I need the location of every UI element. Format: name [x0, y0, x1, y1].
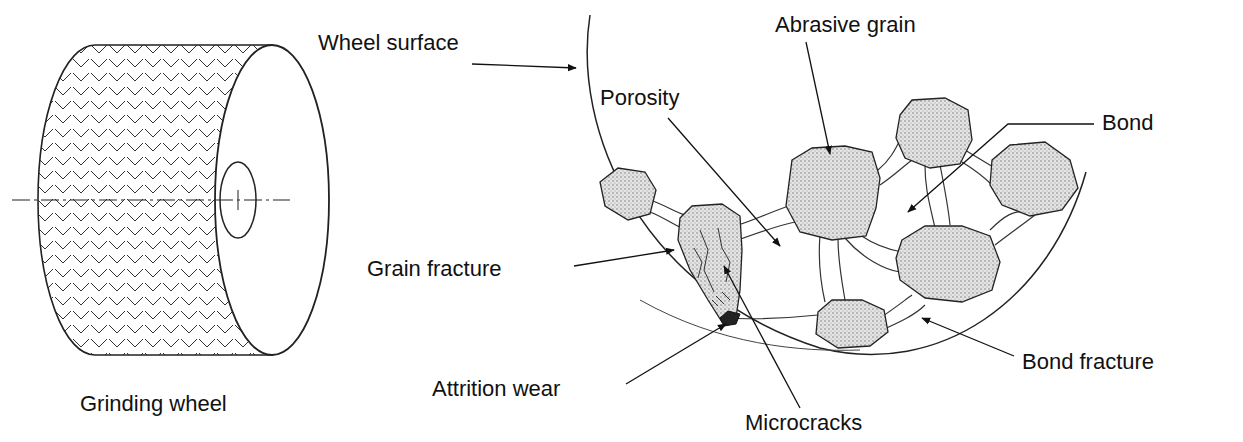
figure-caption: Grinding wheel	[80, 391, 227, 416]
part-label: Attrition wear	[432, 376, 560, 401]
bond-line	[965, 150, 995, 168]
abrasive-grains	[600, 98, 1078, 348]
crack	[700, 230, 714, 292]
leader-line	[626, 324, 726, 384]
bond-line	[650, 212, 682, 228]
abrasive-grain	[786, 146, 880, 240]
bond-line	[845, 238, 900, 272]
leader-line	[806, 42, 830, 154]
leaders	[472, 42, 1094, 408]
bond-line	[962, 162, 992, 185]
part-label: Bond	[1102, 110, 1153, 135]
bond-line	[819, 235, 825, 302]
bond-line	[882, 305, 925, 330]
part-label: Bond fracture	[1022, 349, 1154, 374]
crack	[712, 292, 730, 306]
bond-line	[650, 200, 685, 215]
abrasive-grain	[896, 226, 1000, 302]
part-label: Microcracks	[745, 410, 862, 435]
part-label: Wheel surface	[318, 30, 459, 55]
leader-line	[724, 266, 800, 408]
crack	[694, 248, 702, 278]
attrition-flat	[720, 311, 740, 326]
leader-line	[668, 118, 780, 246]
part-label: Porosity	[600, 85, 679, 110]
leader-line	[472, 64, 576, 68]
bond-line	[878, 140, 900, 170]
bond-line	[995, 215, 1035, 245]
center-line	[12, 200, 290, 201]
abrasive-grain	[896, 98, 972, 168]
grinding-wheel	[12, 45, 329, 355]
leader-line	[922, 318, 1014, 356]
bond-line	[940, 165, 950, 225]
bond-line	[838, 238, 845, 300]
wheel-surface-arc	[587, 15, 1086, 354]
abrasive-grain	[990, 142, 1078, 216]
abrasive-grain	[816, 300, 888, 348]
wheel-detail	[587, 15, 1086, 354]
abrasive-grain	[600, 168, 656, 220]
part-label: Abrasive grain	[775, 12, 916, 37]
bond-line	[990, 212, 1025, 230]
bond-line	[880, 160, 912, 185]
leader-line	[574, 250, 674, 266]
center-mark	[238, 190, 239, 210]
leader-line	[908, 124, 1094, 212]
part-label: Grain fracture	[367, 256, 502, 281]
fractured-grain	[678, 204, 742, 322]
bond-line	[860, 235, 902, 252]
